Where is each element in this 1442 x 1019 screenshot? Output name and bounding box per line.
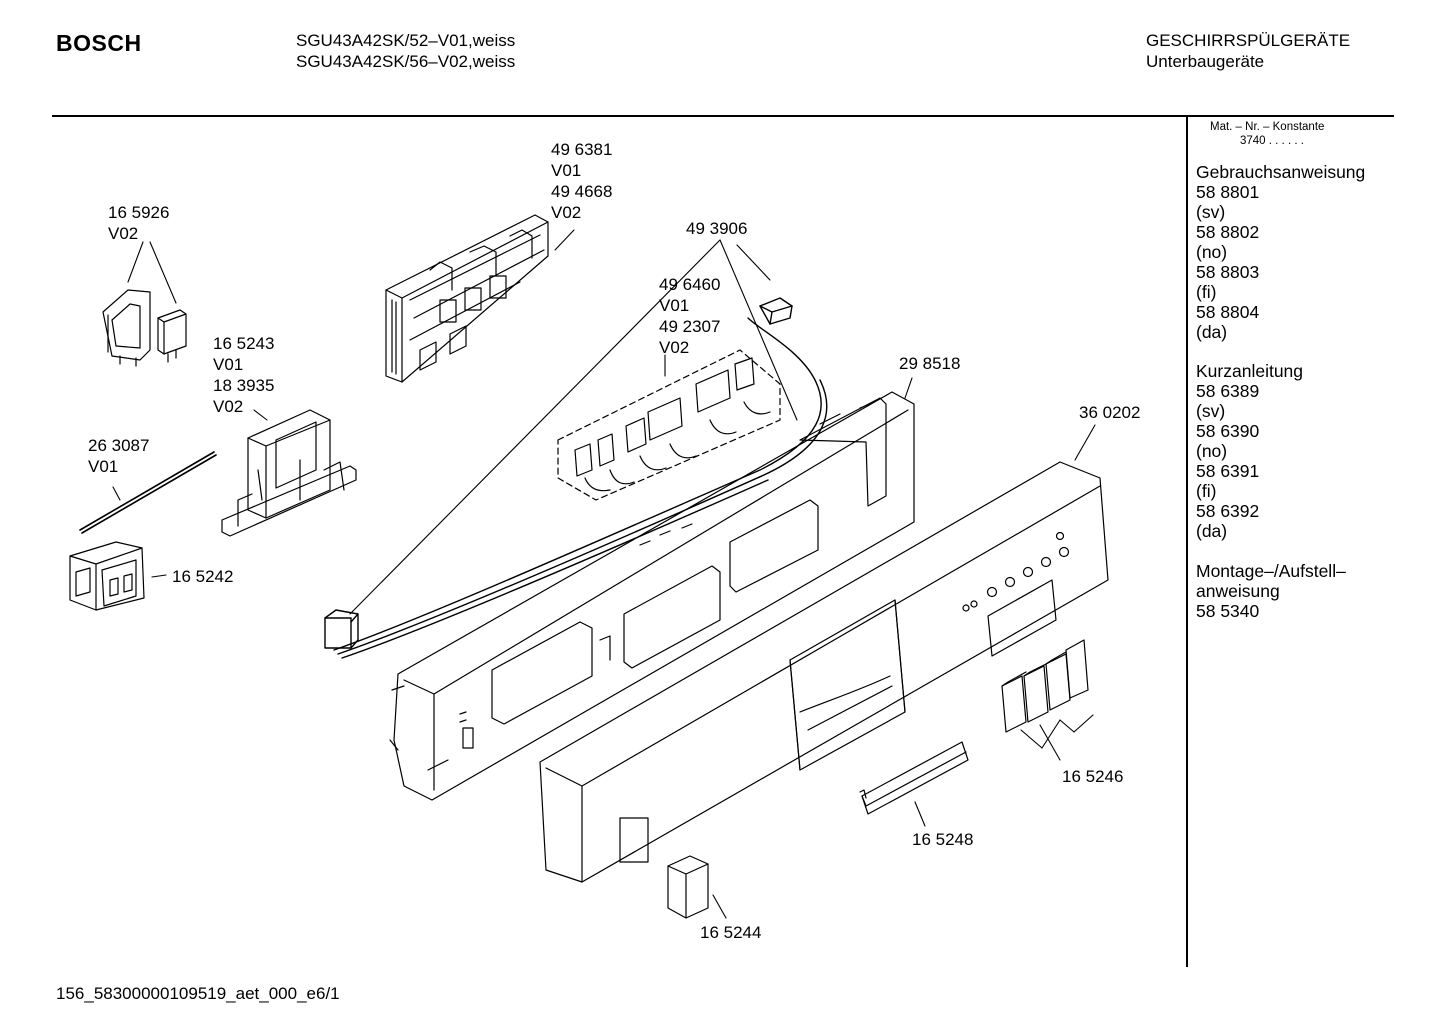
part-number: 49 4668 <box>551 182 613 201</box>
part-variant: V01 <box>551 161 582 180</box>
part-number: 49 2307 <box>659 317 721 336</box>
part-label-165246[interactable]: 16 5246 <box>1062 766 1123 787</box>
knob-part <box>668 856 708 918</box>
part-number: 29 8518 <box>899 354 961 373</box>
part-number: 49 3906 <box>686 219 748 238</box>
doc-title: anweisung <box>1196 581 1280 601</box>
doc-title: Montage–/Aufstell– <box>1196 561 1346 581</box>
part-number: 16 5248 <box>912 830 974 849</box>
cover-strip-part <box>860 742 968 814</box>
connector-group-part <box>558 350 780 500</box>
part-label-165926[interactable]: 16 5926 V02 <box>108 202 169 244</box>
leader-lines <box>113 230 1095 918</box>
model-line-1: SGU43A42SK/52–V01,weiss <box>296 31 516 50</box>
mat-nr-value: 3740 . . . . . . <box>1240 135 1304 147</box>
mat-nr-title: Mat. – Nr. – Konstante <box>1210 121 1325 133</box>
part-variant: V02 <box>551 203 582 222</box>
part-label-165242[interactable]: 16 5242 <box>172 566 233 587</box>
doc-entry: (da) <box>1196 521 1228 541</box>
rod-part <box>80 452 216 533</box>
part-number: 18 3935 <box>213 376 275 395</box>
switch-housing-part <box>222 410 356 536</box>
doc-entry: 58 8804 <box>1196 302 1260 322</box>
part-variant: V02 <box>108 224 139 243</box>
part-number: 36 0202 <box>1079 403 1141 422</box>
doc-entry: 58 6390 <box>1196 421 1260 441</box>
part-number: 16 5243 <box>213 334 275 353</box>
header-rule <box>52 115 1394 117</box>
doc-entry: (sv) <box>1196 202 1226 222</box>
part-number: 16 5242 <box>172 567 234 586</box>
part-label-165243[interactable]: 16 5243 V01 18 3935 V02 <box>213 333 274 417</box>
doc-group-gebrauchsanweisung: Gebrauchsanweisung 58 8801 (sv) 58 8802 … <box>1196 162 1365 342</box>
brand-logo: BOSCH <box>56 30 142 56</box>
part-number: 16 5246 <box>1062 767 1124 786</box>
doc-entry: (sv) <box>1196 401 1226 421</box>
cable-harness-part <box>325 298 827 658</box>
part-label-165248[interactable]: 16 5248 <box>912 829 973 850</box>
part-variant: V02 <box>213 397 244 416</box>
part-variant: V01 <box>659 296 690 315</box>
doc-entry: (no) <box>1196 441 1228 461</box>
part-number: 16 5926 <box>108 203 170 222</box>
doc-group-montage: Montage–/Aufstell– anweisung 58 5340 <box>1196 561 1346 621</box>
part-label-263087[interactable]: 26 3087 V01 <box>88 435 149 477</box>
sidebar-divider <box>1186 117 1188 967</box>
part-label-298518[interactable]: 29 8518 <box>899 353 960 374</box>
part-label-496460[interactable]: 49 6460 V01 49 2307 V02 <box>659 274 720 358</box>
push-buttons-part <box>1002 640 1088 732</box>
footer-code: 156_58300000109519_aet_000_e6/1 <box>56 984 340 1003</box>
switch-part <box>70 542 144 610</box>
exploded-parts-drawing <box>0 0 1186 980</box>
doc-entry: 58 6391 <box>1196 461 1260 481</box>
doc-group-kurzanleitung: Kurzanleitung 58 6389 (sv) 58 6390 (no) … <box>1196 361 1303 541</box>
part-number: 49 6460 <box>659 275 721 294</box>
model-line-2: SGU43A42SK/56–V02,weiss <box>296 52 516 71</box>
doc-entry: 58 6389 <box>1196 381 1260 401</box>
panel-fascia-part <box>540 462 1108 882</box>
part-number: 26 3087 <box>88 436 150 455</box>
relay-cover-part <box>103 290 150 366</box>
part-number: 49 6381 <box>551 140 613 159</box>
doc-entry: (fi) <box>1196 282 1217 302</box>
control-module-part <box>386 215 548 382</box>
relay-part <box>158 310 186 362</box>
doc-title: Kurzanleitung <box>1196 361 1304 381</box>
doc-title: Gebrauchsanweisung <box>1196 162 1366 182</box>
category-title: GESCHIRRSPÜLGERÄTE <box>1146 31 1351 50</box>
doc-entry: 58 8803 <box>1196 262 1260 282</box>
doc-entry: (fi) <box>1196 481 1217 501</box>
doc-entry: 58 6392 <box>1196 501 1260 521</box>
part-variant: V02 <box>659 338 690 357</box>
part-variant: V01 <box>213 355 244 374</box>
part-label-496381[interactable]: 49 6381 V01 49 4668 V02 <box>551 139 612 223</box>
doc-entry: (da) <box>1196 322 1228 342</box>
part-label-493906[interactable]: 49 3906 <box>686 218 747 239</box>
part-variant: V01 <box>88 457 119 476</box>
subcategory-title: Unterbaugeräte <box>1146 52 1265 71</box>
doc-entry: (no) <box>1196 242 1228 262</box>
panel-frame-part <box>390 392 914 800</box>
doc-entry: 58 8802 <box>1196 222 1260 242</box>
part-label-165244[interactable]: 16 5244 <box>700 922 761 943</box>
part-label-360202[interactable]: 36 0202 <box>1079 402 1140 423</box>
part-number: 16 5244 <box>700 923 762 942</box>
doc-entry: 58 5340 <box>1196 601 1260 621</box>
doc-entry: 58 8801 <box>1196 182 1260 202</box>
